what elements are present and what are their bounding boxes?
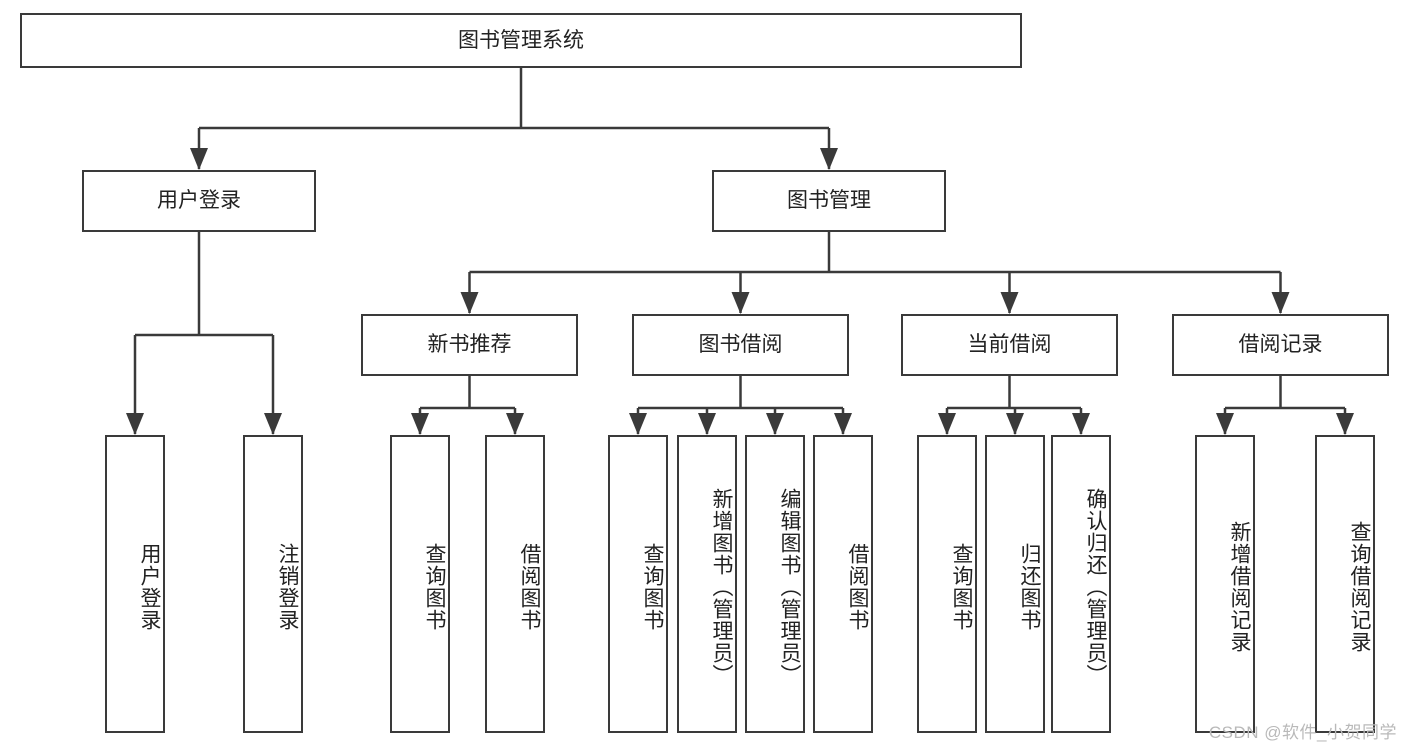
node-l-login[interactable]: 用户登录	[105, 435, 165, 733]
arrowhead-icon	[1336, 413, 1354, 435]
node-label: 图书管理系统	[458, 28, 584, 52]
arrowhead-icon	[1271, 292, 1290, 314]
node-label: 图书借阅	[698, 333, 783, 357]
node-label: 借阅记录	[1238, 333, 1323, 357]
arrowhead-icon	[126, 413, 144, 435]
arrowhead-icon	[460, 292, 479, 314]
node-label: 确认归还（管理员）	[1084, 488, 1107, 686]
node-label: 用户登录	[138, 543, 161, 631]
arrowhead-icon	[1072, 413, 1090, 435]
node-label: 借阅图书	[518, 543, 541, 631]
node-records[interactable]: 借阅记录	[1172, 314, 1389, 376]
node-l-edit[interactable]: 编辑图书（管理员）	[745, 435, 805, 733]
node-l-q1[interactable]: 查询图书	[390, 435, 450, 733]
arrowhead-icon	[506, 413, 524, 435]
node-l-addrec[interactable]: 新增借阅记录	[1195, 435, 1255, 733]
node-label: 新增图书（管理员）	[710, 488, 733, 686]
node-l-b1[interactable]: 借阅图书	[485, 435, 545, 733]
node-label: 查询图书	[950, 543, 973, 631]
node-root[interactable]: 图书管理系统	[20, 13, 1022, 68]
arrowhead-icon	[190, 148, 208, 170]
arrowhead-icon	[731, 292, 750, 314]
node-label: 编辑图书（管理员）	[778, 488, 801, 686]
arrowhead-icon	[766, 413, 784, 435]
node-login[interactable]: 用户登录	[82, 170, 316, 232]
arrowhead-icon	[411, 413, 429, 435]
node-borrow[interactable]: 图书借阅	[632, 314, 849, 376]
node-label: 新增借阅记录	[1228, 521, 1251, 653]
node-label: 图书管理	[787, 189, 871, 213]
node-label: 查询图书	[641, 543, 664, 631]
arrowhead-icon	[1216, 413, 1234, 435]
arrowhead-icon	[1000, 292, 1019, 314]
node-label: 查询借阅记录	[1348, 521, 1371, 653]
node-l-q2[interactable]: 查询图书	[608, 435, 668, 733]
node-l-qrec[interactable]: 查询借阅记录	[1315, 435, 1375, 733]
node-l-logout[interactable]: 注销登录	[243, 435, 303, 733]
node-l-b2[interactable]: 借阅图书	[813, 435, 873, 733]
node-label: 借阅图书	[846, 543, 869, 631]
arrowhead-icon	[264, 413, 282, 435]
node-label: 用户登录	[157, 189, 241, 213]
node-l-q3[interactable]: 查询图书	[917, 435, 977, 733]
node-l-confirm[interactable]: 确认归还（管理员）	[1051, 435, 1111, 733]
node-l-return[interactable]: 归还图书	[985, 435, 1045, 733]
node-newbook[interactable]: 新书推荐	[361, 314, 578, 376]
node-label: 归还图书	[1018, 543, 1041, 631]
arrowhead-icon	[834, 413, 852, 435]
arrowhead-icon	[698, 413, 716, 435]
arrowhead-icon	[820, 148, 838, 170]
node-label: 查询图书	[423, 543, 446, 631]
arrowhead-icon	[1006, 413, 1024, 435]
arrowhead-icon	[629, 413, 647, 435]
node-label: 新书推荐	[427, 333, 512, 357]
node-current[interactable]: 当前借阅	[901, 314, 1118, 376]
node-bookmgmt[interactable]: 图书管理	[712, 170, 946, 232]
watermark-text: CSDN @软件_小贺同学	[1208, 723, 1397, 742]
node-label: 注销登录	[276, 543, 299, 631]
arrowhead-icon	[938, 413, 956, 435]
node-label: 当前借阅	[967, 333, 1052, 357]
node-l-add[interactable]: 新增图书（管理员）	[677, 435, 737, 733]
